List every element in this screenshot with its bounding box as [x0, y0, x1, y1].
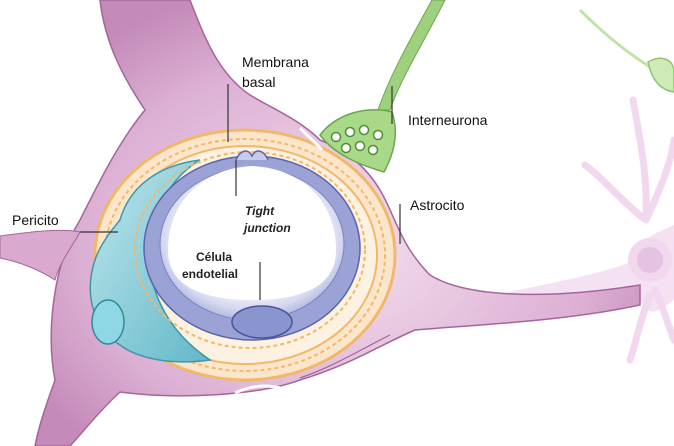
label-pericito: Pericito — [12, 210, 59, 230]
label-celula: Célula — [196, 249, 232, 265]
label-tight: Tight — [245, 203, 274, 219]
label-basal: basal — [242, 72, 275, 92]
label-endotelial: endotelial — [182, 266, 238, 282]
label-interneurona: Interneurona — [408, 110, 487, 130]
label-membrana: Membrana — [242, 52, 309, 72]
green-neuron-terminal — [580, 10, 674, 92]
label-astrocito: Astrocito — [410, 195, 464, 215]
label-junction: junction — [244, 220, 291, 236]
interneuron-terminal — [320, 0, 445, 172]
